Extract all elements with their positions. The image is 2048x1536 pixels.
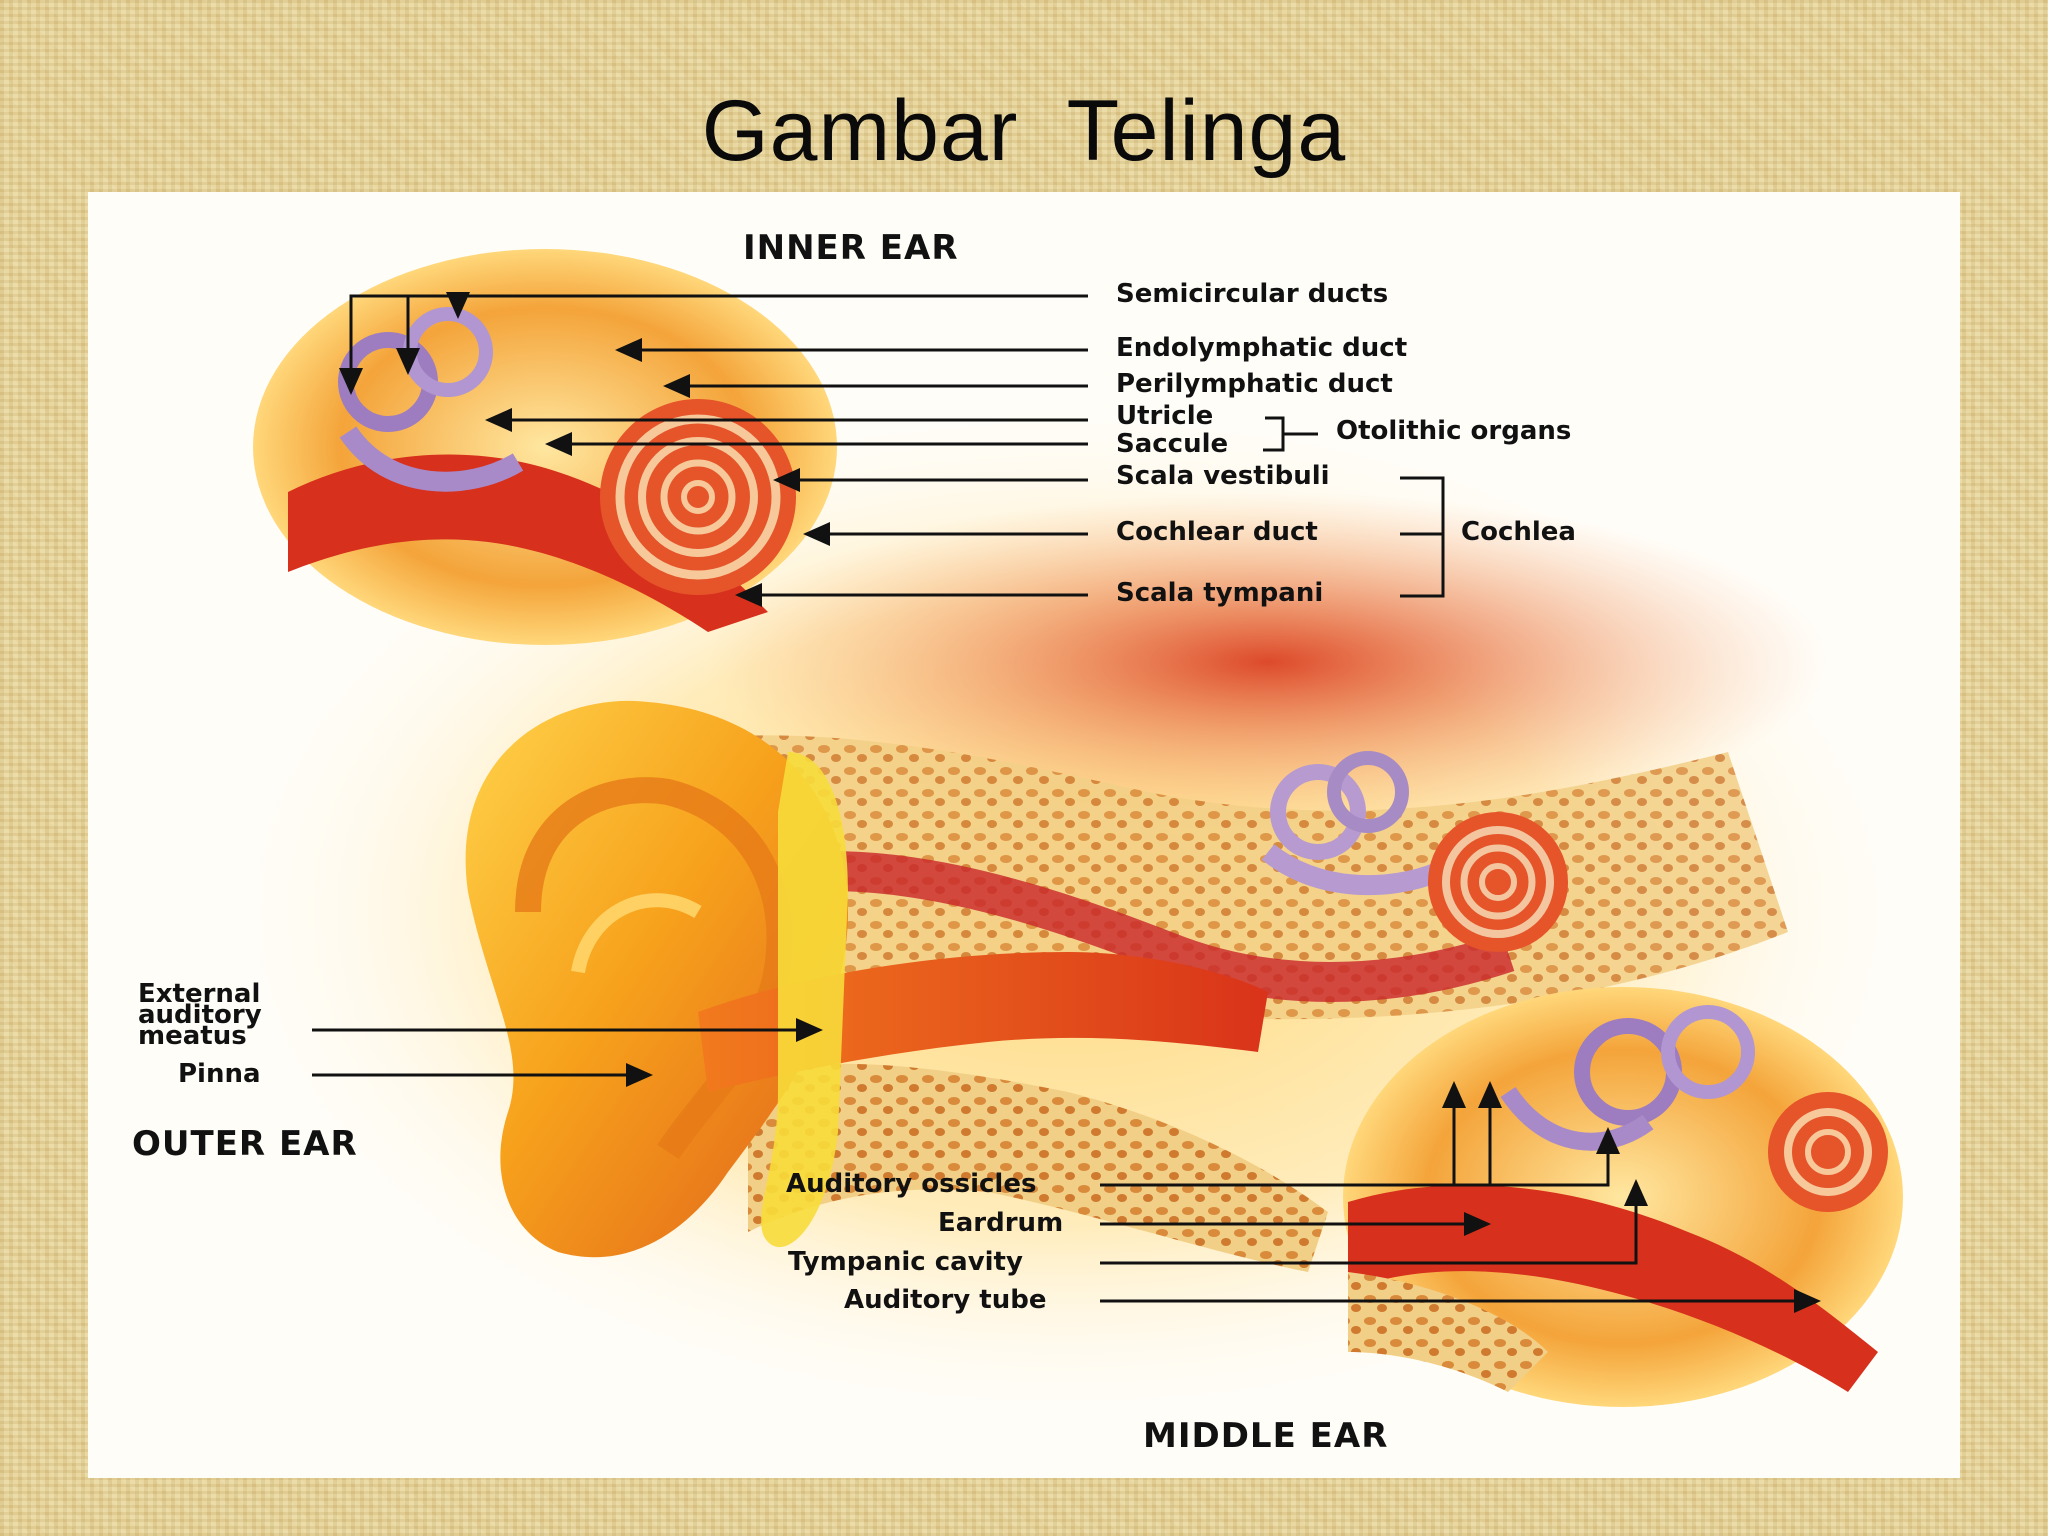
label-pinna: Pinna (178, 1059, 261, 1089)
middle-ear-inset (1343, 987, 1903, 1407)
label-external-auditory-meatus-line1: External (138, 979, 261, 1009)
outer-ear-heading: OUTER EAR (132, 1124, 358, 1164)
label-semicircular-ducts: Semicircular ducts (1116, 279, 1389, 309)
label-external-auditory-meatus-line2: auditory (138, 1000, 262, 1030)
middle-ear-heading: MIDDLE EAR (1143, 1416, 1389, 1456)
brain-tissue (708, 492, 1828, 832)
ear-illustration (208, 249, 1928, 1432)
label-utricle: Utricle (1116, 401, 1214, 431)
outer-ear-leaders (312, 1018, 823, 1087)
label-perilymphatic-duct: Perilymphatic duct (1116, 369, 1393, 399)
label-cochlear-duct: Cochlear duct (1116, 517, 1318, 547)
label-otolithic-organs: Otolithic organs (1336, 416, 1572, 446)
ear-diagram-panel: INNER EAR OUTER EAR MIDDLE EAR Semicircu… (88, 192, 1960, 1478)
label-external-auditory-meatus-line3: meatus (138, 1021, 247, 1051)
label-saccule: Saccule (1116, 429, 1229, 459)
mastoid-bone (748, 1063, 1328, 1272)
label-scala-vestibuli: Scala vestibuli (1116, 461, 1330, 491)
label-endolymphatic-duct: Endolymphatic duct (1116, 333, 1408, 363)
middle-ear-leaders (1100, 1081, 1821, 1313)
label-cochlea: Cochlea (1461, 517, 1576, 547)
label-scala-tympani: Scala tympani (1116, 578, 1324, 608)
inner-ear-center (1261, 751, 1568, 952)
inner-ear-leaders (339, 292, 1445, 607)
inner-ear-inset (253, 249, 837, 645)
label-auditory-ossicles: Auditory ossicles (786, 1169, 1037, 1199)
label-auditory-tube: Auditory tube (844, 1285, 1047, 1315)
label-eardrum: Eardrum (938, 1208, 1064, 1238)
label-tympanic-cavity: Tympanic cavity (788, 1247, 1023, 1277)
cartilage (761, 752, 848, 1248)
inner-ear-heading: INNER EAR (743, 228, 959, 268)
slide-title: Gambar Telinga (701, 83, 1347, 179)
